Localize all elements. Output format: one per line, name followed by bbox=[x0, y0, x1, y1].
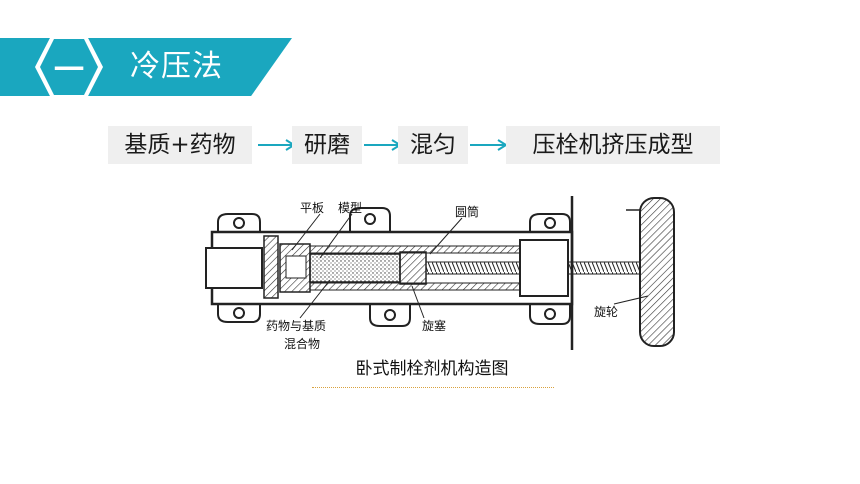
flow-step-press-forming: 压栓机挤压成型 bbox=[506, 126, 720, 164]
caption-underline bbox=[312, 387, 554, 388]
arrow-right-icon bbox=[470, 139, 508, 151]
flow-step-grind: 研磨 bbox=[292, 126, 362, 164]
label-handwheel: 旋轮 bbox=[594, 305, 618, 319]
label-cylinder: 圆筒 bbox=[455, 204, 479, 219]
section-title: 冷压法 bbox=[130, 49, 223, 84]
label-mixture-line1: 药物与基质 bbox=[266, 319, 326, 333]
flow-step-base-and-drug: 基质+药物 bbox=[108, 126, 252, 164]
label-flat-plate: 平板 bbox=[300, 201, 324, 215]
section-number-hexagon-icon bbox=[35, 34, 103, 100]
label-mold: 模型 bbox=[338, 201, 362, 215]
label-plunger: 旋塞 bbox=[422, 318, 446, 333]
flow-step-mix: 混匀 bbox=[398, 126, 468, 164]
label-mixture-line2: 混合物 bbox=[284, 336, 320, 350]
suppository-machine-diagram: 平板 模型 圆筒 药物与基质 混合物 旋塞 旋轮 bbox=[205, 196, 675, 350]
diagram-caption: 卧式制栓剂机构造图 bbox=[355, 359, 509, 379]
section-number: 一 bbox=[54, 53, 84, 88]
